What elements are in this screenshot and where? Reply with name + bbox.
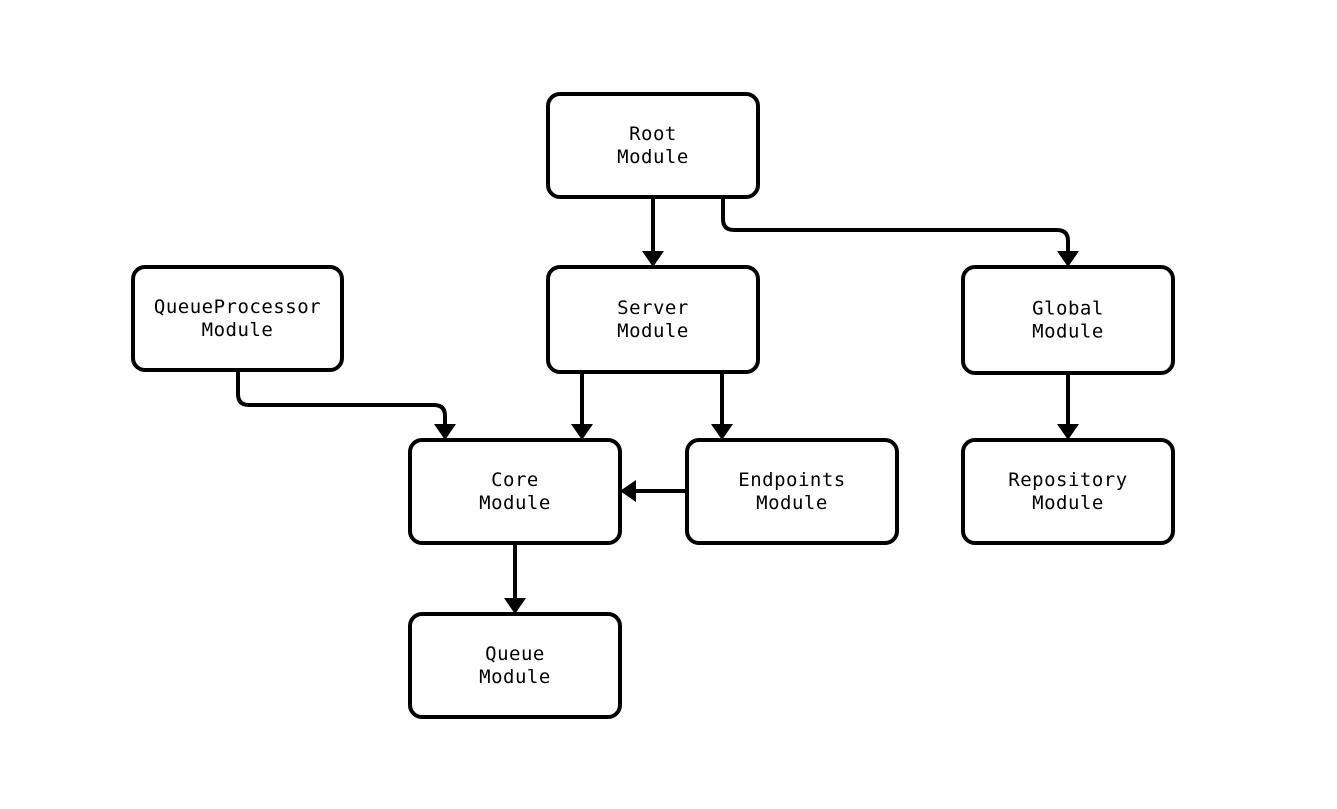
- node-label-line1: QueueProcessor: [154, 296, 321, 318]
- edges-layer: [236, 197, 1079, 614]
- node-label-line2: Module: [1032, 321, 1104, 343]
- node-label-line1: Queue: [485, 643, 545, 665]
- node-label-line2: Module: [617, 146, 689, 168]
- node-box[interactable]: [685, 438, 899, 545]
- node-box[interactable]: [408, 438, 622, 545]
- node-label-line1: Server: [617, 297, 689, 319]
- edge-core-to-queue: [504, 543, 526, 614]
- node-label-line2: Module: [479, 492, 551, 514]
- arrowhead-icon: [1057, 251, 1079, 267]
- node-box[interactable]: [961, 265, 1175, 375]
- arrowhead-icon: [642, 251, 664, 267]
- node-box[interactable]: [961, 438, 1175, 545]
- node-label-line2: Module: [1032, 492, 1104, 514]
- node-label-line2: Module: [479, 666, 551, 688]
- arrowhead-icon: [620, 480, 636, 502]
- node-label-line1: Repository: [1008, 469, 1127, 491]
- edge-endpoints-to-core: [620, 480, 687, 502]
- arrowhead-icon: [434, 424, 456, 440]
- arrowhead-icon: [711, 424, 733, 440]
- arrowhead-icon: [504, 598, 526, 614]
- arrowhead-icon: [571, 424, 593, 440]
- node-box[interactable]: [408, 612, 622, 719]
- edge-line: [721, 197, 1070, 252]
- node-label-line1: Endpoints: [738, 469, 845, 491]
- node-box[interactable]: [131, 265, 344, 372]
- node-label-line2: Module: [617, 320, 689, 342]
- edge-global-to-repository: [1057, 373, 1079, 440]
- nodes-layer: RootModuleQueueProcessorModuleServerModu…: [131, 92, 1175, 719]
- node-label-line2: Module: [756, 492, 828, 514]
- node-label-line1: Global: [1032, 298, 1104, 320]
- edge-root-to-global: [721, 197, 1079, 267]
- node-label-line1: Core: [491, 469, 539, 491]
- edge-root-to-server: [642, 197, 664, 267]
- edge-queueprocessor-to-core: [236, 370, 456, 440]
- arrowhead-icon: [1057, 424, 1079, 440]
- edge-server-to-core: [571, 372, 593, 440]
- node-box[interactable]: [546, 265, 760, 374]
- edge-server-to-endpoints: [711, 372, 733, 440]
- node-label-line2: Module: [202, 319, 274, 341]
- node-label-line1: Root: [629, 123, 677, 145]
- node-box[interactable]: [546, 92, 760, 199]
- edge-line: [236, 370, 447, 425]
